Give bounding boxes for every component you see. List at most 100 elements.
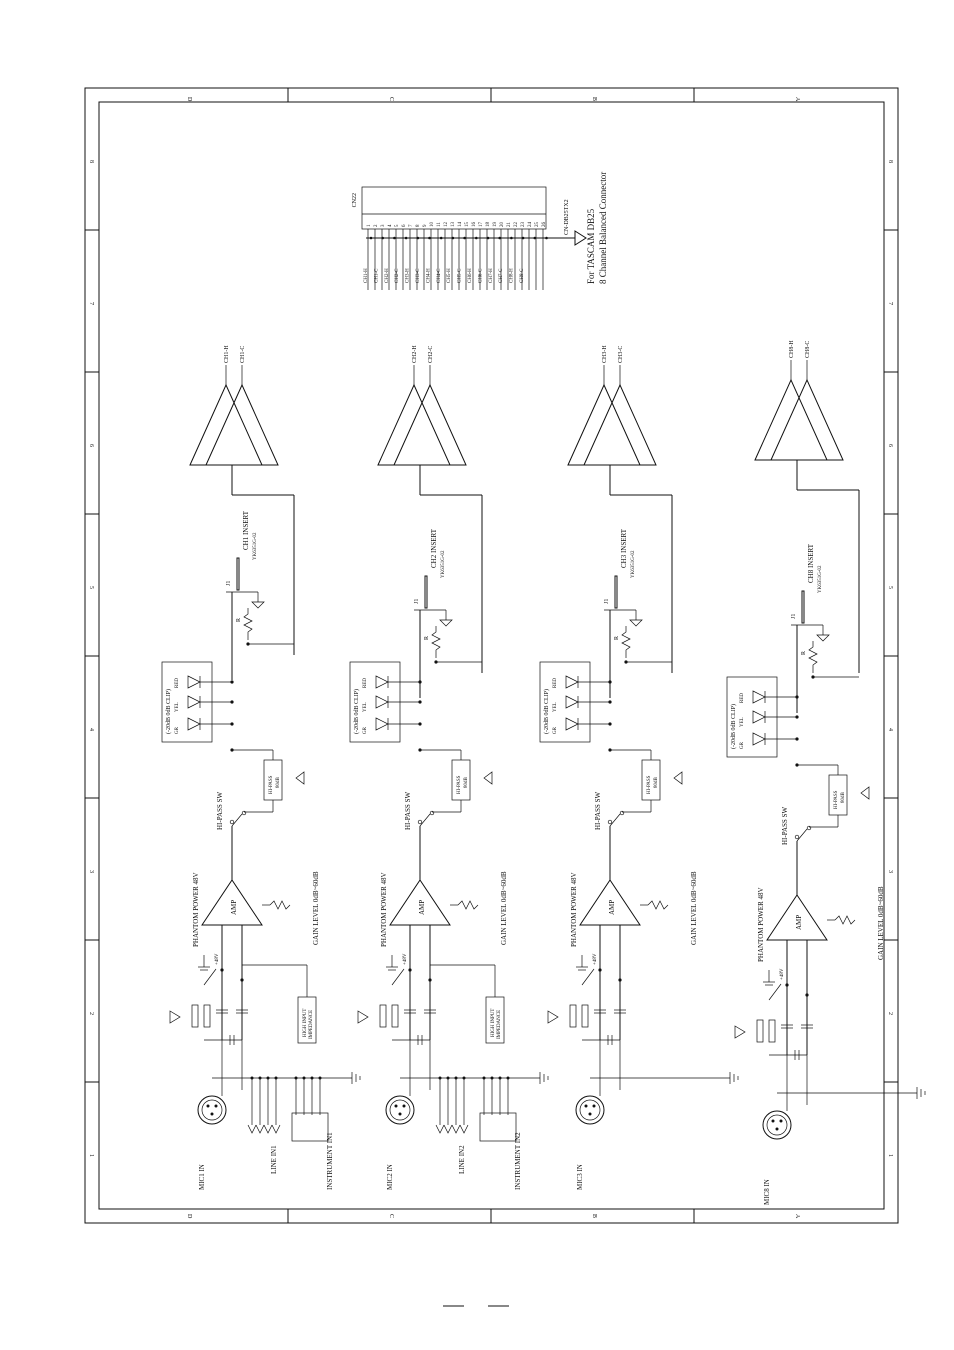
gain-pot-icon[interactable] xyxy=(834,915,856,925)
signal-label: CH6-H xyxy=(468,268,473,283)
pin-number: 9 xyxy=(423,224,428,227)
zone-number: 2 xyxy=(887,1012,893,1015)
hi-pass-switch-label: HI-PASS SW xyxy=(594,792,602,830)
insert-label: CH3 INSERT xyxy=(620,528,628,568)
led-icon xyxy=(187,717,201,731)
hi-pass-switch[interactable]: HI-PASS SW xyxy=(594,792,625,880)
phantom-label: PHANTOM POWER 48V xyxy=(757,887,765,962)
instrument-input-label: INSTRUMENT IN1 xyxy=(326,1132,334,1190)
zone-letter: B xyxy=(591,1214,597,1218)
zone-letter: A xyxy=(794,97,800,102)
output-hot-label: CH8-H xyxy=(789,340,795,358)
led-scale-label: (-20dB 0dB CLIP) xyxy=(353,689,360,734)
led-green-label: GR xyxy=(363,726,368,734)
output-hot-label: CH1-H xyxy=(224,345,230,363)
output-cold-label: CH3-C xyxy=(618,346,624,363)
gain-pot-icon[interactable] xyxy=(269,900,291,910)
resistor-icon xyxy=(391,1004,399,1028)
pin-number: 24 xyxy=(528,222,533,228)
pin-number: 26 xyxy=(542,222,547,228)
xlr-connector-icon[interactable] xyxy=(762,1110,792,1140)
pin-number: 17 xyxy=(479,222,484,228)
mic-input-label: MIC2 IN xyxy=(386,1164,394,1190)
input-connectors: MIC3 IN xyxy=(575,1040,739,1190)
hi-pass-db-label: 80dB xyxy=(276,777,281,789)
signal-label: CH5-C xyxy=(458,268,463,283)
connector-title: For TASCAM DB25 xyxy=(586,208,596,284)
signal-label: CH3-H xyxy=(406,268,411,283)
pin-number: 15 xyxy=(465,222,470,228)
resistor-icon xyxy=(808,641,818,673)
plus48-label: +48V xyxy=(403,953,408,965)
hi-pass-db-label: 80dB xyxy=(464,777,469,789)
jack-ref: J1 xyxy=(604,599,610,604)
pin-number: 7 xyxy=(409,224,414,227)
led-red-label: RED xyxy=(553,678,558,688)
gain-pot-icon[interactable] xyxy=(647,900,669,910)
hi-pass-switch[interactable]: HI-PASS SW xyxy=(781,807,812,895)
xlr-connector-icon[interactable] xyxy=(385,1095,415,1125)
zone-number: 3 xyxy=(887,870,893,873)
xlr-connector-icon[interactable] xyxy=(197,1095,227,1125)
signal-label: CH7-H xyxy=(489,268,494,283)
signal-label: CH1-H xyxy=(364,268,369,283)
resistor-icon xyxy=(431,626,441,658)
gain-label: GAIN LEVEL 0dB~60dB xyxy=(500,871,508,945)
pin-number: 6 xyxy=(402,224,407,227)
signal-label: CH8-C xyxy=(520,268,525,283)
xlr-connector-icon[interactable] xyxy=(575,1095,605,1125)
resistor-icon xyxy=(621,626,631,658)
hi-pass-switch[interactable]: HI-PASS SW xyxy=(216,792,247,880)
led-icon xyxy=(187,675,201,689)
resistor-icon xyxy=(756,1019,764,1043)
plus48-label: +48V xyxy=(593,953,598,965)
gain-pot-icon[interactable] xyxy=(457,900,479,910)
pin-number: 14 xyxy=(458,222,463,228)
hi-pass-db-label: 80dB xyxy=(841,792,846,804)
pin-number: 8 xyxy=(416,224,421,227)
left-zone-numbers: 8 7 6 5 4 3 2 1 xyxy=(88,160,94,1157)
led-scale-label: (-20dB 0dB CLIP) xyxy=(543,689,550,734)
hi-pass-db-label: 80dB xyxy=(654,777,659,789)
led-yellow-label: YEL xyxy=(363,702,368,712)
insert-label: CH8 INSERT xyxy=(807,543,815,583)
signal-label: CH8-H xyxy=(510,268,515,283)
signal-label: CH1-C xyxy=(374,268,379,283)
pin-number: 18 xyxy=(486,222,491,228)
zone-number: 1 xyxy=(887,1154,893,1157)
led-icon xyxy=(565,717,579,731)
led-icon xyxy=(483,771,493,785)
pin-number: 16 xyxy=(472,222,477,228)
phantom-label: PHANTOM POWER 48V xyxy=(380,872,388,947)
led-icon xyxy=(375,717,389,731)
hi-pass-label: HI-PASS xyxy=(834,790,839,809)
signal-label: CH2-H xyxy=(385,268,390,283)
amp-label: AMP xyxy=(608,900,616,915)
instrument-jack-icon[interactable] xyxy=(479,1112,517,1142)
resistor-label: R xyxy=(424,636,430,640)
drawing-frame xyxy=(84,87,899,1224)
hi-pass-switch[interactable]: HI-PASS SW xyxy=(404,792,435,880)
led-red-label: RED xyxy=(740,693,745,703)
instrument-jack-icon[interactable] xyxy=(291,1112,329,1142)
instrument-input-label: INSTRUMENT IN2 xyxy=(514,1132,522,1190)
ground-icon xyxy=(629,619,643,627)
signal-label: CH3-C xyxy=(416,268,421,283)
right-zone-numbers: 8 7 6 5 4 3 2 1 xyxy=(887,160,893,1157)
phantom-label: PHANTOM POWER 48V xyxy=(192,872,200,947)
led-icon xyxy=(295,771,305,785)
connector-ref: CN22 xyxy=(352,193,358,207)
